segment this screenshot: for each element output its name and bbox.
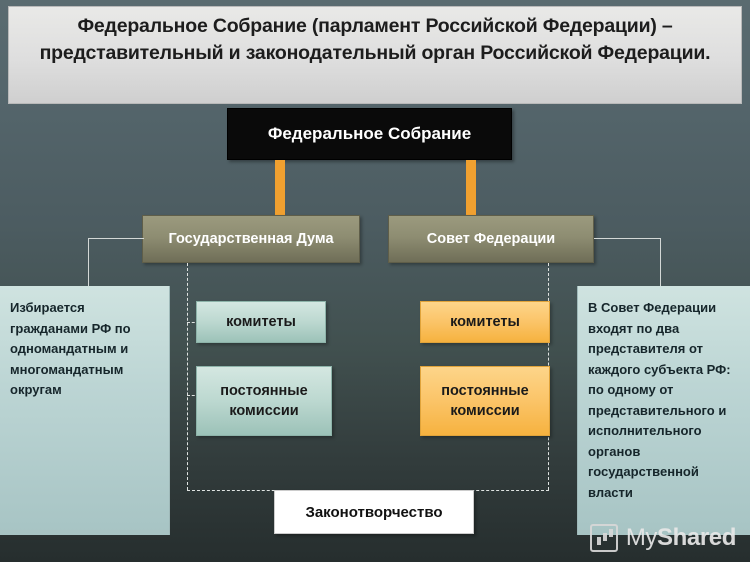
panel-council-composition-note: В Совет Федерации входят по два представ… [577, 286, 750, 535]
node-council-committees: комитеты [420, 301, 550, 343]
watermark-text-light: My [625, 524, 658, 551]
node-council-commissions: постоянные комиссии [420, 366, 550, 436]
node-lawmaking: Законотворчество [274, 490, 474, 534]
node-state-duma: Государственная Дума [142, 215, 360, 263]
node-federation-council: Совет Федерации [388, 215, 594, 263]
node-duma-commissions: постоянные комиссии [196, 366, 332, 436]
connector-to-federation-council [466, 160, 476, 218]
panel-duma-election-note: Избирается гражданами РФ по одномандатны… [0, 286, 170, 535]
watermark-text-bold: Shared [657, 524, 736, 551]
slide-title-block: Федеральное Собрание (парламент Российск… [8, 6, 742, 104]
guide-line-left-horizontal [88, 238, 144, 239]
watermark: MyShared [589, 524, 737, 552]
connector-to-duma [275, 160, 285, 218]
guide-line-duma-branch [187, 263, 188, 490]
guide-line-right-horizontal [594, 238, 661, 239]
page-title: Федеральное Собрание (парламент Российск… [39, 15, 711, 64]
node-duma-committees: комитеты [196, 301, 326, 343]
node-federal-assembly: Федеральное Собрание [227, 108, 512, 160]
presentation-icon [589, 524, 618, 552]
watermark-text: MyShared [625, 524, 737, 552]
